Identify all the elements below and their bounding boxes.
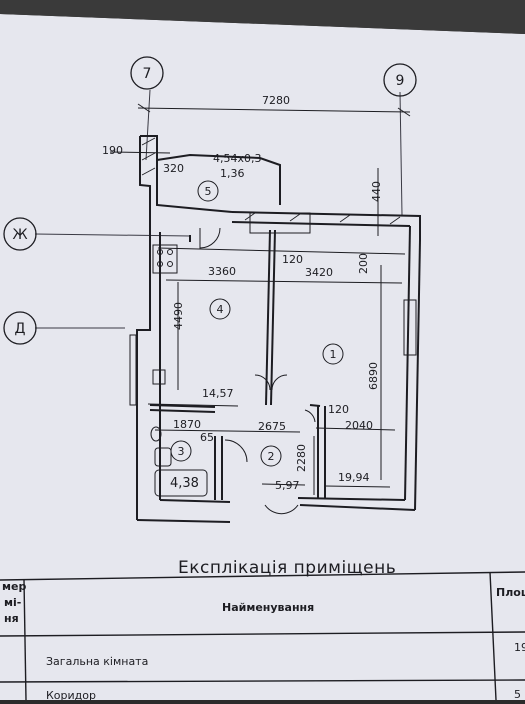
svg-text:7: 7	[143, 66, 152, 82]
explication-table	[0, 571, 525, 701]
bathtub-icon	[154, 469, 208, 497]
dim-190: 190	[102, 144, 123, 157]
room-1: 1 19,94	[322, 343, 370, 484]
room-5: 5	[197, 180, 219, 202]
room-4: 4 14,57	[202, 298, 234, 400]
svg-text:5: 5	[205, 185, 212, 198]
room-4-area: 14,57	[202, 387, 234, 400]
dim-2040: 2040	[345, 419, 373, 432]
svg-text:Д: Д	[15, 321, 26, 337]
dim-6890: 6890	[367, 362, 380, 390]
room-1-area: 19,94	[338, 471, 370, 484]
windows	[129, 212, 417, 406]
balcony-size: 4,54x0,3	[213, 152, 262, 165]
dim-3420: 3420	[305, 266, 333, 279]
room-3-area: 4,38	[170, 476, 199, 491]
explication-title: Експлікація приміщень	[178, 558, 396, 578]
dim-200: 200	[357, 253, 370, 274]
balcony-coef: 1,36	[220, 167, 245, 180]
dim-65: 65	[200, 431, 214, 444]
doors	[199, 227, 316, 515]
dim-2280: 2280	[295, 444, 308, 472]
dark-border	[0, 0, 525, 34]
room-2-area: 5,97	[275, 479, 300, 492]
row-2-name: Коридор	[46, 689, 96, 700]
svg-text:4: 4	[217, 303, 224, 316]
svg-text:Ж: Ж	[12, 227, 27, 243]
dim-1870: 1870	[173, 418, 201, 431]
col-area-header: Площ	[496, 586, 525, 599]
axis-marker-7: 7	[130, 56, 164, 90]
col-name-header: Найменування	[222, 601, 314, 614]
dim-440: 440	[370, 181, 383, 202]
svg-text:9: 9	[396, 73, 405, 89]
dim-320: 320	[163, 162, 184, 175]
dim-120-mid: 120	[328, 403, 349, 416]
kitchen-sink-icon	[152, 369, 166, 385]
svg-text:2: 2	[268, 450, 275, 463]
walls	[136, 135, 421, 523]
dim-120-top: 120	[282, 253, 303, 266]
row-1-area: 19	[514, 641, 525, 654]
row-1-name: Загальна кімната	[46, 655, 148, 668]
axis-marker-9: 9	[383, 63, 417, 97]
col-number-header-1: мер	[2, 580, 26, 593]
paper-background	[0, 14, 525, 700]
toilet-icon	[154, 447, 172, 467]
col-number-header-3: ня	[4, 612, 19, 625]
dim-overall-width: 7280	[262, 94, 290, 107]
col-number-header-2: мі-	[4, 596, 21, 609]
dim-3360: 3360	[208, 265, 236, 278]
stove-icon	[152, 244, 178, 274]
wall-hatching	[141, 137, 401, 225]
svg-text:3: 3	[178, 445, 185, 458]
axis-marker-d: Д	[3, 311, 37, 345]
axis-lines	[34, 89, 403, 329]
dim-2675: 2675	[258, 420, 286, 433]
svg-text:1: 1	[330, 348, 337, 361]
dim-4490: 4490	[172, 302, 185, 330]
row-2-area: 5	[514, 688, 521, 700]
fixtures	[150, 244, 208, 497]
room-3: 3 4,38	[170, 440, 199, 491]
room-2: 2 5,97	[260, 445, 300, 492]
axis-marker-zh: Ж	[3, 217, 37, 251]
washbasin-icon	[150, 426, 162, 442]
